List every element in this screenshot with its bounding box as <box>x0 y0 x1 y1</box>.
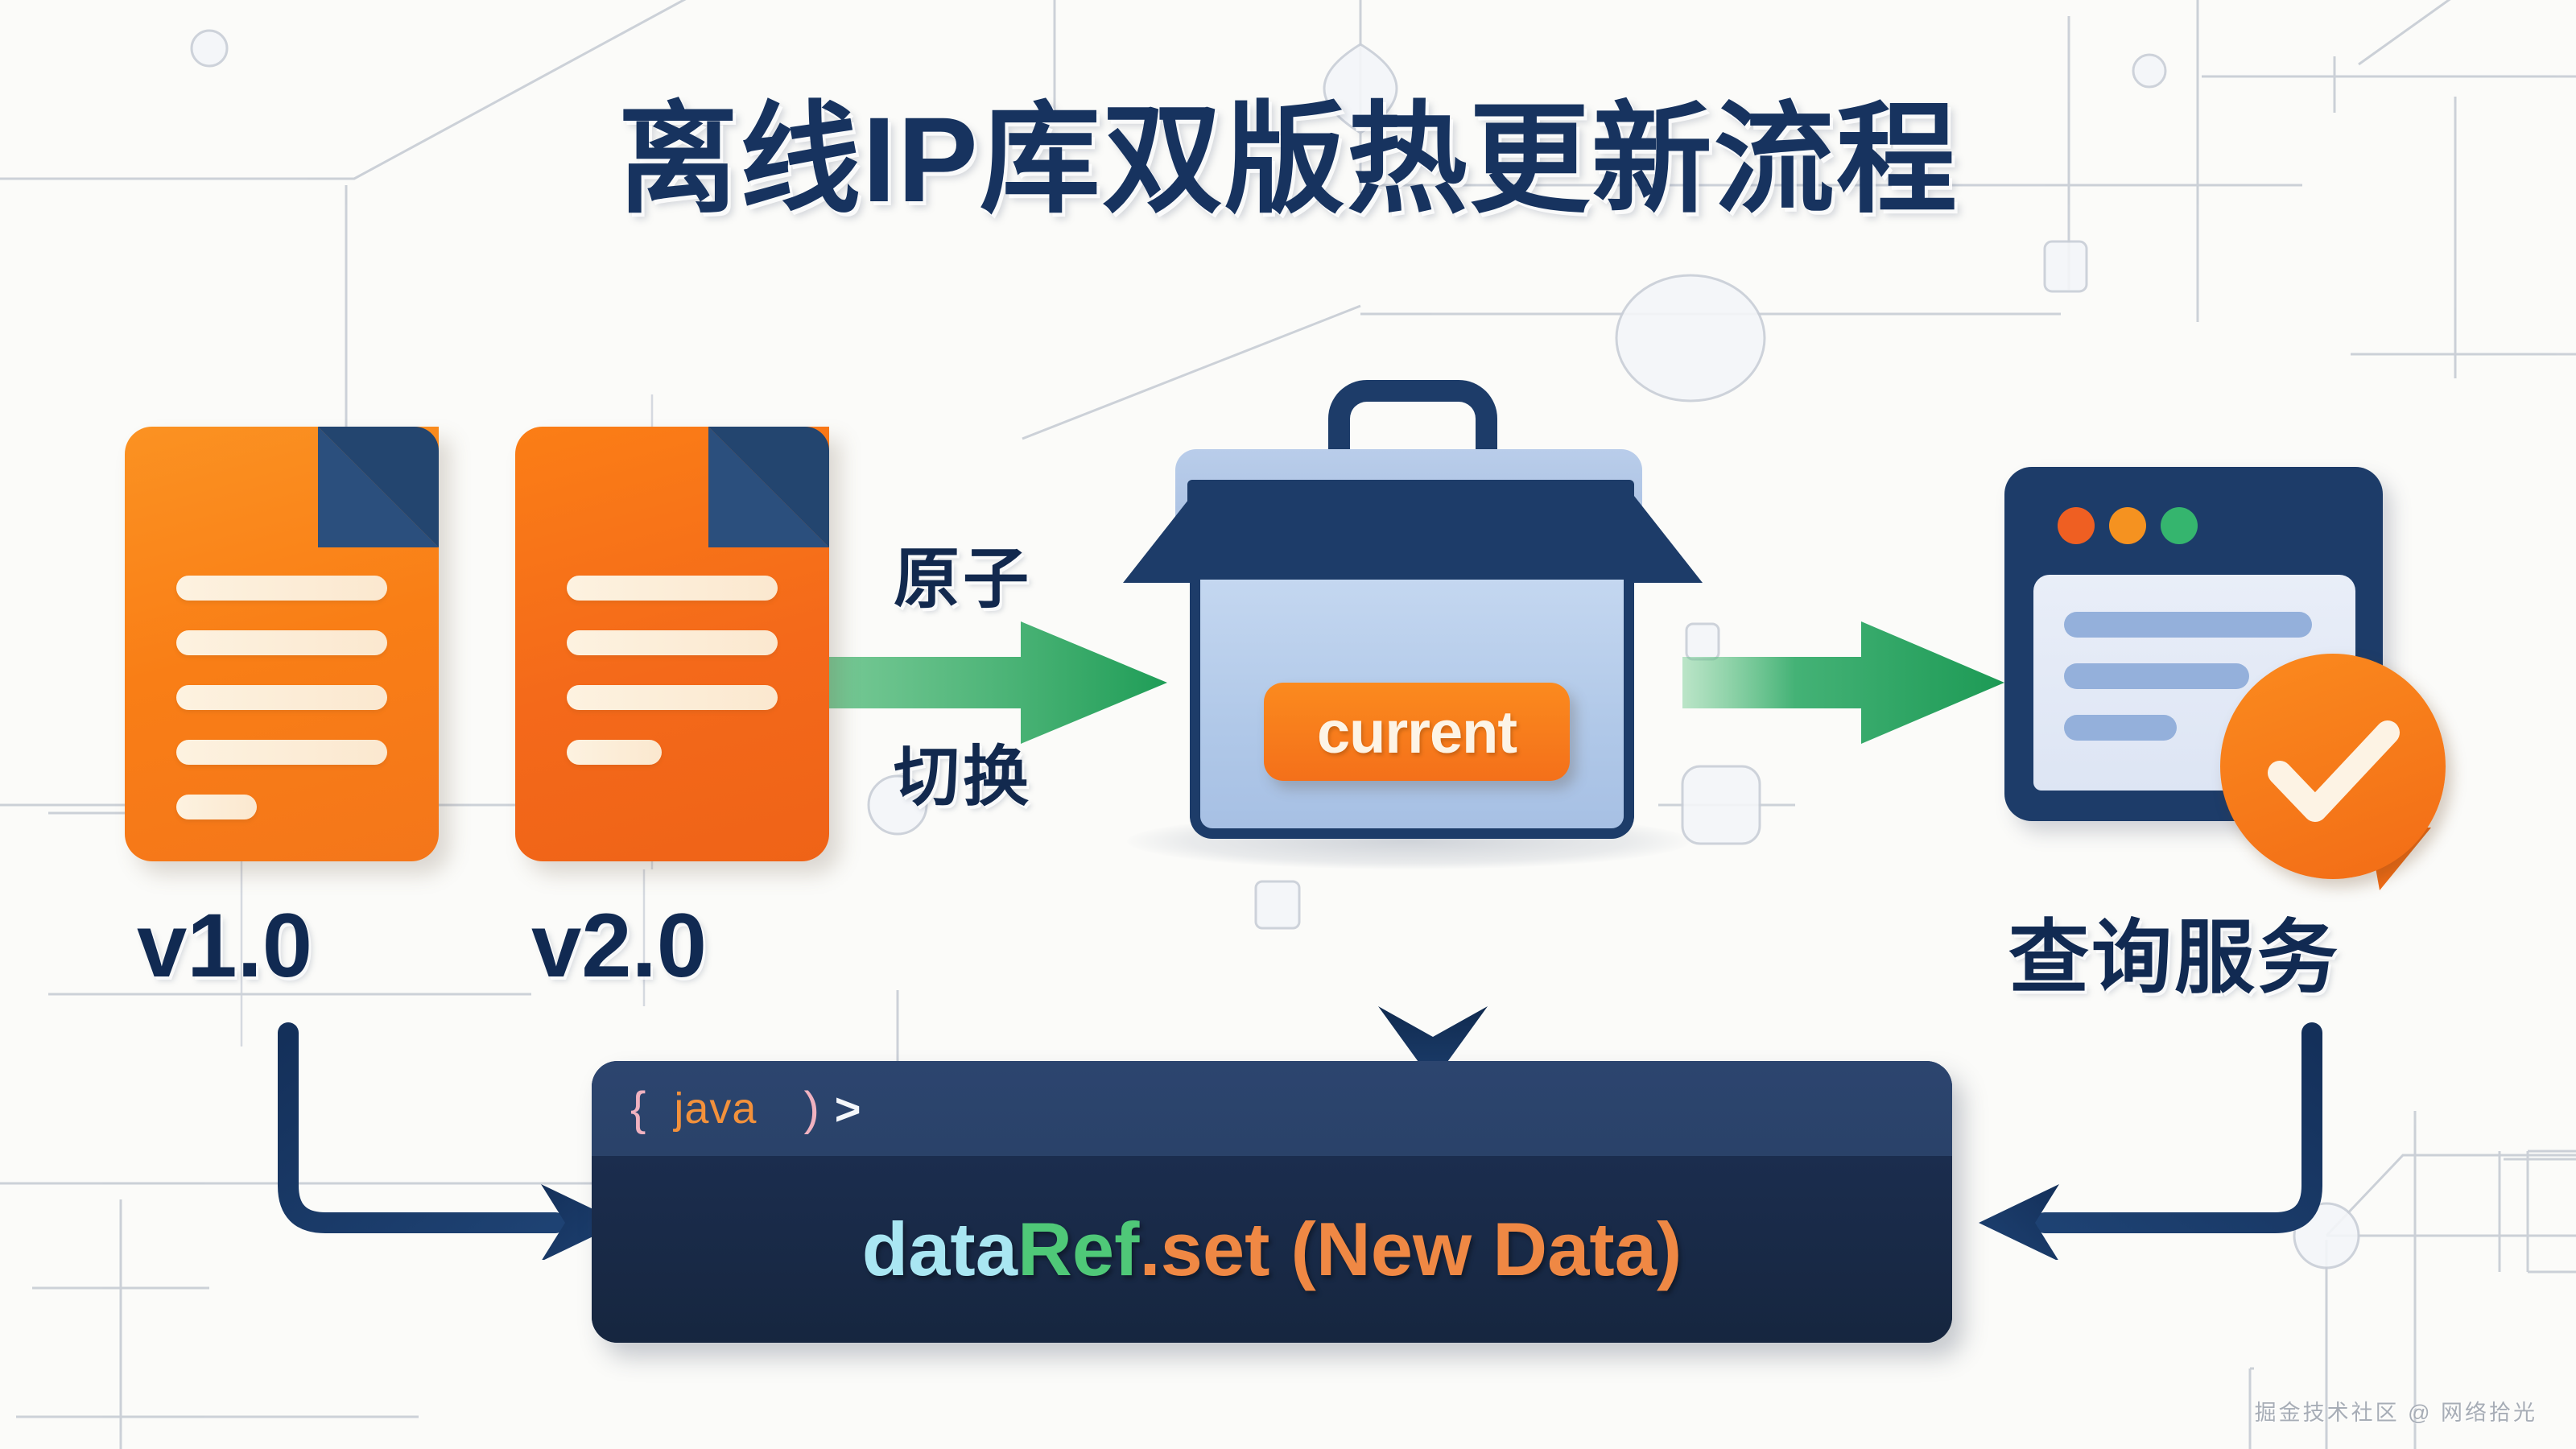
code-panel-body: dataRef.set (New Data) <box>592 1156 1952 1343</box>
arrow-caption-top: 原子 <box>894 543 1033 616</box>
code-token-set: .set <box>1139 1207 1270 1291</box>
atomic-switch-arrow <box>716 621 1167 744</box>
code-panel[interactable]: { java ) > dataRef.set (New Data) <box>592 1061 1952 1343</box>
code-token-ref: Ref <box>1017 1207 1140 1291</box>
query-service-label: 查询服务 <box>2008 913 2340 1003</box>
traffic-dot-green <box>2161 507 2198 544</box>
traffic-dot-amber <box>2109 507 2146 544</box>
code-close-brace: ) <box>803 1082 820 1135</box>
file-label-v2: v2.0 <box>531 895 707 996</box>
code-token-data: data <box>861 1207 1018 1291</box>
code-language-label: java <box>674 1084 758 1133</box>
file-label-v1: v1.0 <box>137 895 312 996</box>
serve-arrow <box>1682 621 2004 744</box>
toolbox-lid <box>1187 480 1634 583</box>
code-token-args: (New Data) <box>1269 1207 1682 1291</box>
arrow-caption-bottom: 切换 <box>894 741 1033 814</box>
watermark: 掘金技术社区 @ 网络拾光 <box>2254 1401 2537 1425</box>
current-badge: current <box>1264 683 1570 781</box>
traffic-dot-red <box>2058 507 2095 544</box>
code-panel-header: { java ) > <box>592 1061 1952 1156</box>
code-open-brace: { <box>630 1082 647 1135</box>
file-icon-v1 <box>125 427 439 861</box>
toolbox-to-code-arrow <box>1378 908 1488 1082</box>
page-title: 离线IP库双版热更新流程 <box>617 92 1959 227</box>
query-service-icon <box>2004 467 2455 894</box>
check-badge-icon <box>2220 654 2446 879</box>
code-chevron-icon: > <box>834 1083 862 1134</box>
version-to-code-arrow-left <box>278 1022 621 1260</box>
code-statement: dataRef.set (New Data) <box>862 1206 1682 1293</box>
service-to-code-arrow-right <box>1979 1022 2322 1260</box>
toolbox-icon: current <box>1123 380 1703 869</box>
file-icon-v2 <box>515 427 829 861</box>
